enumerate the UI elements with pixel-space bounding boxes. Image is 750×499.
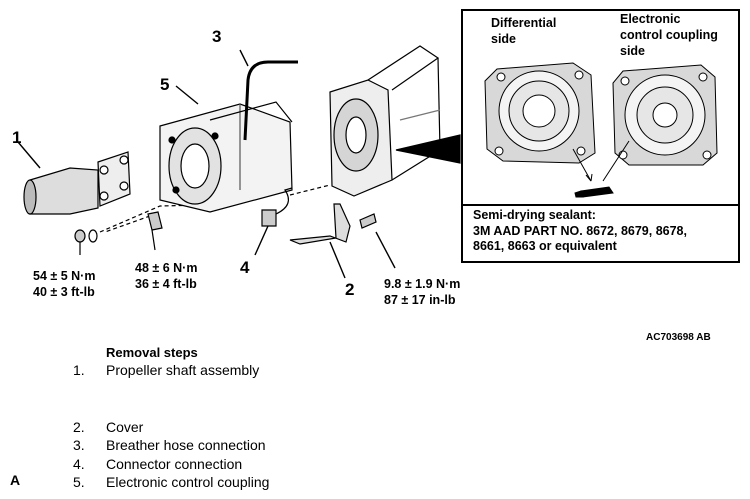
callout-1: 1 bbox=[12, 128, 22, 147]
torque-imperial: 87 ± 17 in-lb bbox=[384, 293, 456, 307]
step-number: 2. bbox=[73, 419, 85, 435]
step-label: Cover bbox=[106, 419, 144, 435]
torque-imperial: 36 ± 4 ft-lb bbox=[135, 277, 197, 291]
differential-side-label: Differential side bbox=[491, 16, 557, 46]
coupling-side-label: Electronic control coupling side bbox=[620, 12, 718, 58]
bolt-drawing bbox=[147, 211, 163, 251]
callout-5: 5 bbox=[160, 75, 170, 94]
removal-steps-title: Removal steps bbox=[106, 345, 198, 360]
step-label: Electronic control coupling bbox=[106, 474, 270, 490]
step-label: Connector connection bbox=[106, 456, 243, 472]
step-number: 4. bbox=[73, 456, 85, 472]
callout-3: 3 bbox=[212, 27, 222, 46]
figure-id: AC703698 AB bbox=[646, 332, 711, 343]
inset-divider bbox=[463, 204, 738, 206]
step-number: 3. bbox=[73, 437, 85, 453]
step-label: Propeller shaft assembly bbox=[106, 362, 260, 378]
nut-drawing bbox=[74, 229, 98, 255]
torque-metric: 48 ± 6 N·m bbox=[135, 261, 198, 275]
callout-4: 4 bbox=[240, 258, 250, 277]
sealant-note: Semi-drying sealant: 3M AAD PART NO. 867… bbox=[473, 208, 687, 253]
torque-metric: 54 ± 5 N·m bbox=[33, 269, 96, 283]
torque-spec-nut: 54 ± 5 N·m 40 ± 3 ft-lb bbox=[33, 268, 95, 300]
sealant-note-title: Semi-drying sealant: bbox=[473, 208, 596, 222]
connector-drawing bbox=[254, 187, 293, 256]
breather-hose-drawing bbox=[239, 49, 298, 141]
sealant-application-drawing bbox=[484, 62, 718, 198]
torque-spec-bolt: 48 ± 6 N·m 36 ± 4 ft-lb bbox=[135, 260, 197, 292]
step-number: 1. bbox=[73, 362, 85, 378]
torque-metric: 9.8 ± 1.9 N·m bbox=[384, 277, 461, 291]
step-number: 5. bbox=[73, 474, 85, 490]
step-label: Breather hose connection bbox=[106, 437, 266, 453]
cover-drawing bbox=[289, 203, 396, 279]
callout-2: 2 bbox=[345, 280, 355, 299]
transfer-case-drawing bbox=[329, 45, 461, 197]
torque-spec-cover-bolt: 9.8 ± 1.9 N·m 87 ± 17 in-lb bbox=[384, 276, 460, 308]
side-marker: A bbox=[10, 472, 21, 488]
torque-imperial: 40 ± 3 ft-lb bbox=[33, 285, 95, 299]
propeller-shaft-drawing bbox=[17, 141, 131, 215]
sealant-detail-inset: Differential side Electronic control cou… bbox=[461, 9, 740, 263]
electronic-control-coupling-drawing bbox=[159, 85, 293, 213]
